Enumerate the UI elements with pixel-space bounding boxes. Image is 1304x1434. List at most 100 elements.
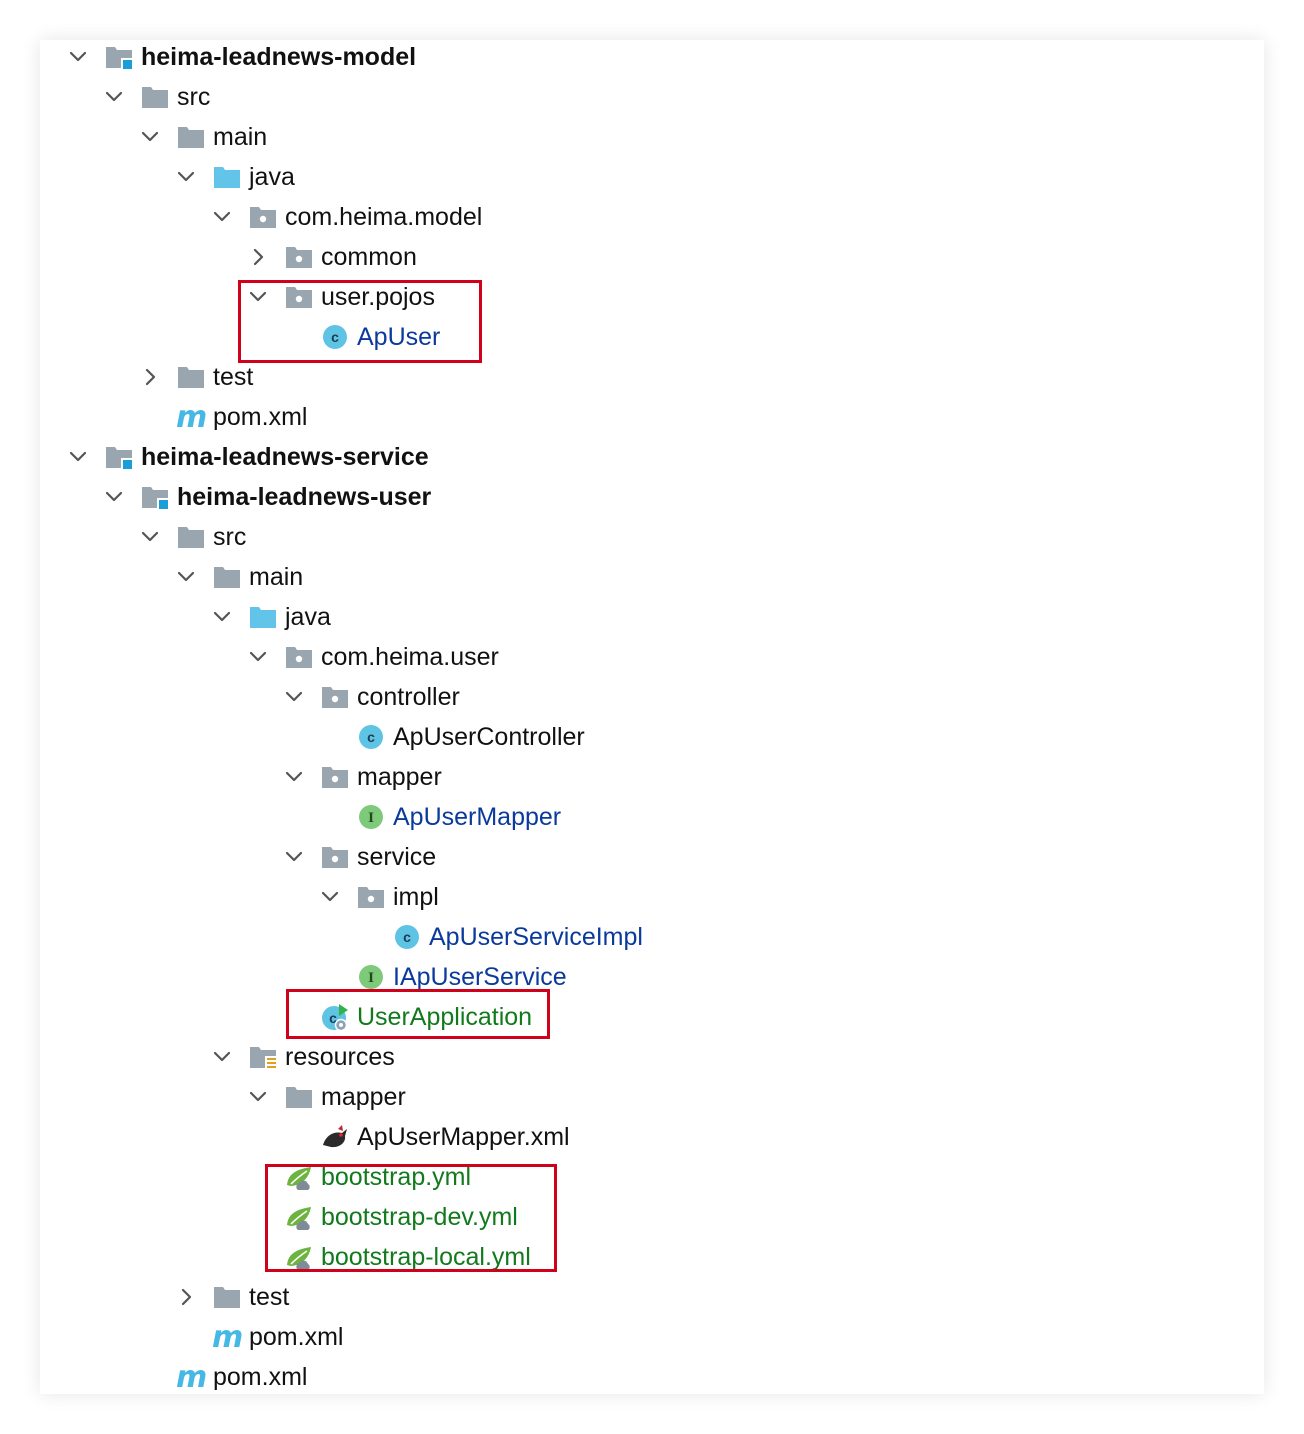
tree-item-label: pom.xml	[249, 1323, 344, 1351]
source-folder-icon	[248, 603, 278, 631]
svg-text:I: I	[368, 970, 374, 986]
chevron-down-icon[interactable]	[282, 685, 306, 709]
tree-row[interactable]: heima-leadnews-model	[40, 37, 1264, 77]
tree-row[interactable]: mapper	[40, 757, 1264, 797]
tree-row[interactable]: com.heima.model	[40, 197, 1264, 237]
module-folder-icon	[104, 443, 134, 471]
tree-row[interactable]: resources	[40, 1037, 1264, 1077]
tree-item-label: user.pojos	[321, 283, 435, 311]
tree-item-label: heima-leadnews-user	[177, 483, 432, 511]
tree-row[interactable]: ApUserMapper.xml	[40, 1117, 1264, 1157]
tree-row[interactable]: common	[40, 237, 1264, 277]
tree-item-label: mapper	[321, 1083, 406, 1111]
tree-item-label: ApUserController	[393, 723, 585, 751]
tree-item-label: bootstrap.yml	[321, 1163, 472, 1191]
tree-row[interactable]: com.heima.user	[40, 637, 1264, 677]
chevron-down-icon[interactable]	[102, 485, 126, 509]
chevron-down-icon[interactable]	[246, 285, 270, 309]
chevron-down-icon[interactable]	[246, 1085, 270, 1109]
tree-row[interactable]: java	[40, 597, 1264, 637]
tree-row[interactable]: c ApUserServiceImpl	[40, 917, 1264, 957]
chevron-down-icon[interactable]	[210, 205, 234, 229]
tree-item-label: IApUserService	[393, 963, 567, 991]
tree-row[interactable]: I IApUserService	[40, 957, 1264, 997]
chevron-down-icon[interactable]	[282, 765, 306, 789]
interface-icon: I	[356, 963, 386, 991]
spring-yml-icon	[284, 1203, 314, 1231]
tree-row[interactable]: user.pojos	[40, 277, 1264, 317]
tree-item-label: src	[177, 83, 211, 111]
tree-item-label: impl	[393, 883, 439, 911]
tree-row[interactable]: test	[40, 357, 1264, 397]
tree-row[interactable]: bootstrap-dev.yml	[40, 1197, 1264, 1237]
folder-icon	[212, 563, 242, 591]
chevron-down-icon[interactable]	[318, 885, 342, 909]
maven-icon: m	[176, 400, 207, 435]
source-folder-icon	[212, 163, 242, 191]
chevron-down-icon[interactable]	[246, 645, 270, 669]
chevron-down-icon[interactable]	[210, 1045, 234, 1069]
highlight-box-user-pojos	[238, 280, 482, 363]
chevron-right-icon[interactable]	[138, 365, 162, 389]
spring-yml-icon	[284, 1163, 314, 1191]
tree-item-label: com.heima.user	[321, 643, 499, 671]
tree-row[interactable]: bootstrap.yml	[40, 1157, 1264, 1197]
tree-row[interactable]: heima-leadnews-service	[40, 437, 1264, 477]
chevron-down-icon[interactable]	[66, 445, 90, 469]
highlight-box-user-application	[286, 989, 550, 1039]
tree-row[interactable]: controller	[40, 677, 1264, 717]
tree-row[interactable]: heima-leadnews-user	[40, 477, 1264, 517]
maven-icon: m	[176, 1360, 207, 1395]
class-icon: c	[392, 923, 422, 951]
tree-item-label: pom.xml	[213, 1363, 308, 1391]
svg-text:c: c	[329, 1010, 337, 1026]
maven-icon: m	[212, 1320, 243, 1355]
tree-item-label: java	[249, 163, 295, 191]
tree-row[interactable]: I ApUserMapper	[40, 797, 1264, 837]
chevron-right-icon[interactable]	[246, 245, 270, 269]
chevron-right-icon[interactable]	[174, 1285, 198, 1309]
tree-item-label: bootstrap-local.yml	[321, 1243, 531, 1271]
mybatis-icon	[320, 1123, 350, 1151]
tree-row[interactable]: src	[40, 77, 1264, 117]
chevron-down-icon[interactable]	[66, 45, 90, 69]
tree-item-label: ApUserMapper.xml	[357, 1123, 570, 1151]
chevron-down-icon[interactable]	[174, 165, 198, 189]
tree-row[interactable]: main	[40, 117, 1264, 157]
chevron-down-icon[interactable]	[282, 845, 306, 869]
tree-item-label: service	[357, 843, 437, 871]
tree-row[interactable]: service	[40, 837, 1264, 877]
tree-row[interactable]: bootstrap-local.yml	[40, 1237, 1264, 1277]
tree-item-label: ApUserServiceImpl	[429, 923, 643, 951]
package-icon	[284, 643, 314, 671]
tree-row[interactable]: test	[40, 1277, 1264, 1317]
folder-icon	[176, 123, 206, 151]
module-folder-icon	[104, 43, 134, 71]
tree-item-label: ApUser	[357, 323, 441, 351]
class-icon: c	[320, 323, 350, 351]
svg-text:c: c	[403, 929, 411, 945]
tree-row[interactable]: java	[40, 157, 1264, 197]
chevron-down-icon[interactable]	[138, 525, 162, 549]
tree-row[interactable]: mapper	[40, 1077, 1264, 1117]
tree-item-label: ApUserMapper	[393, 803, 562, 831]
package-icon	[320, 763, 350, 791]
chevron-down-icon[interactable]	[174, 565, 198, 589]
package-icon	[320, 683, 350, 711]
chevron-down-icon[interactable]	[138, 125, 162, 149]
tree-row[interactable]: main	[40, 557, 1264, 597]
svg-text:I: I	[368, 810, 374, 826]
chevron-down-icon[interactable]	[102, 85, 126, 109]
tree-row[interactable]: impl	[40, 877, 1264, 917]
tree-row[interactable]: src	[40, 517, 1264, 557]
folder-icon	[176, 523, 206, 551]
chevron-down-icon[interactable]	[210, 605, 234, 629]
package-icon	[284, 283, 314, 311]
